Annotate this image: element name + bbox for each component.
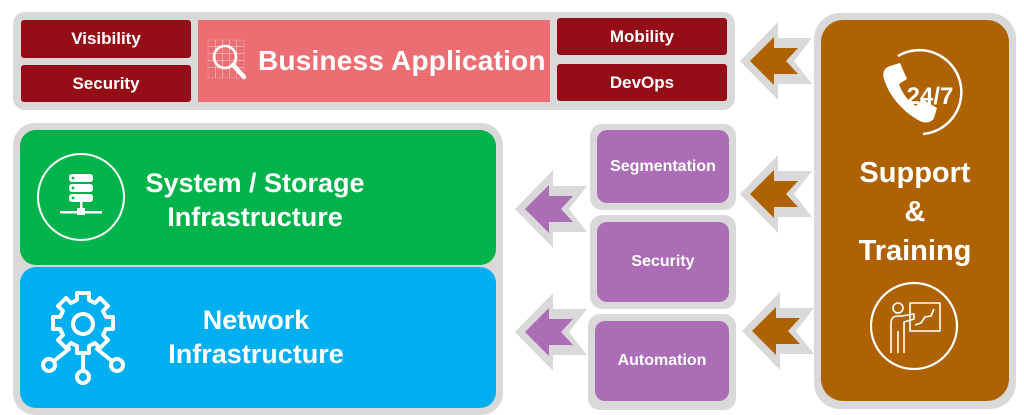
devops-label: DevOps — [609, 72, 675, 92]
segmentation-box: Segmentation — [597, 130, 729, 203]
business-security-label: Security — [72, 73, 140, 93]
segmentation-label: Segmentation — [610, 157, 716, 175]
service-security-box: Security — [597, 222, 729, 302]
system-storage-line1: System / Storage — [145, 168, 365, 198]
arrow-left-purple-2 — [513, 291, 589, 373]
arrow-left-brown-2 — [738, 153, 814, 235]
support-badge-text: 24/7 — [907, 83, 954, 110]
devops-box: DevOps — [557, 64, 727, 101]
business-application-title: Business Application — [258, 45, 546, 76]
server-network-icon — [36, 152, 126, 242]
gear-network-icon — [36, 287, 132, 387]
trainer-presentation-icon — [869, 281, 959, 371]
mobility-box: Mobility — [557, 18, 727, 55]
visibility-box: Visibility — [21, 20, 191, 58]
automation-box: Automation — [595, 321, 729, 401]
support-line1: Support — [859, 157, 971, 189]
magnifier-data-icon — [206, 36, 252, 86]
support-title: Support & Training — [821, 154, 1009, 271]
system-storage-line2: Infrastructure — [167, 202, 343, 232]
support-training-panel: 24/7 Support & Training — [821, 20, 1009, 401]
phone-24-7-icon: 24/7 — [868, 46, 964, 142]
business-application-banner: Business Application — [198, 20, 550, 102]
network-block: Network Infrastructure — [20, 267, 496, 408]
support-line3: Training — [858, 235, 972, 267]
system-storage-title: System / Storage Infrastructure — [115, 166, 395, 234]
arrow-left-purple-1 — [513, 168, 589, 250]
automation-label: Automation — [617, 352, 707, 369]
arrow-left-brown-1 — [738, 20, 814, 102]
mobility-label: Mobility — [609, 26, 675, 46]
service-security-label: Security — [631, 253, 695, 270]
system-storage-block: System / Storage Infrastructure — [20, 130, 496, 265]
business-security-box: Security — [21, 65, 191, 102]
support-line2: & — [904, 196, 926, 228]
visibility-label: Visibility — [71, 29, 141, 48]
arrow-left-brown-3 — [740, 290, 816, 372]
network-line2: Infrastructure — [168, 339, 344, 369]
network-title: Network Infrastructure — [150, 303, 362, 371]
network-line1: Network — [202, 305, 310, 335]
